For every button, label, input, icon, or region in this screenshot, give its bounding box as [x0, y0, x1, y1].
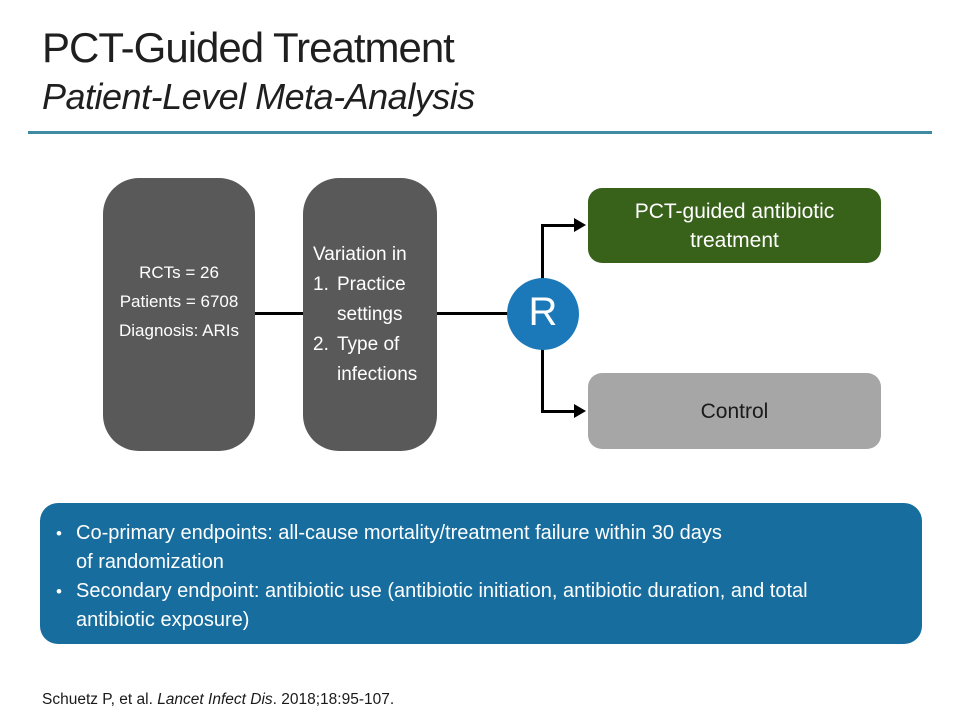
slide-subtitle: Patient-Level Meta-Analysis: [42, 76, 475, 117]
study-rcts-line: RCTs = 26: [139, 263, 219, 282]
title-divider: [28, 131, 932, 134]
bullet-icon: •: [56, 524, 62, 543]
pct-arm-label: PCT-guided antibiotic treatment: [634, 199, 835, 252]
randomization-node: R: [507, 278, 579, 350]
study-summary-box: RCTs = 26 Patients = 6708 Diagnosis: ARI…: [103, 178, 255, 451]
study-diagnosis-line: Diagnosis: ARIs: [119, 321, 239, 340]
endpoint-bullet-secondary: • Secondary endpoint: antibiotic use (an…: [56, 577, 922, 635]
pct-arm-box: PCT-guided antibiotic treatment: [588, 188, 881, 263]
randomization-label: R: [528, 289, 558, 334]
endpoint-bullet-primary: • Co-primary endpoints: all-cause mortal…: [56, 519, 922, 577]
control-arm-box: Control: [588, 373, 881, 449]
variation-item-infections: 2. Type of infections: [313, 330, 437, 390]
variation-item-practice: 1. Practice settings: [313, 270, 437, 330]
citation-reference: . 2018;18:95-107.: [272, 691, 395, 708]
endpoint-secondary-text: Secondary endpoint: antibiotic use (anti…: [76, 580, 808, 631]
connector-down-horizontal: [541, 410, 575, 413]
citation: Schuetz P, et al. Lancet Infect Dis. 201…: [42, 691, 394, 709]
variation-item-number: 2.: [313, 334, 329, 355]
variation-item-number: 1.: [313, 274, 329, 295]
slide-title: PCT-Guided Treatment: [42, 24, 455, 71]
control-arm-label: Control: [700, 399, 769, 423]
arrow-to-control-arm-icon: [574, 404, 586, 418]
variation-item-text: Type of infections: [337, 334, 418, 385]
endpoint-primary-text: Co-primary endpoints: all-cause mortalit…: [76, 522, 722, 573]
arrow-to-pct-arm-icon: [574, 218, 586, 232]
connector-up-horizontal: [541, 224, 575, 227]
variation-item-text: Practice settings: [337, 274, 406, 325]
connector-study-to-variation: [255, 312, 303, 315]
connector-down-vertical: [541, 349, 544, 411]
endpoints-panel: • Co-primary endpoints: all-cause mortal…: [40, 503, 922, 644]
variation-heading: Variation in: [313, 244, 407, 265]
study-patients-line: Patients = 6708: [119, 292, 239, 311]
citation-journal: Lancet Infect Dis: [157, 691, 273, 708]
bullet-icon: •: [56, 582, 62, 601]
connector-variation-to-randomizer: [437, 312, 511, 315]
variation-box: Variation in 1. Practice settings 2. Typ…: [303, 178, 437, 451]
connector-up-vertical: [541, 225, 544, 281]
citation-authors: Schuetz P, et al.: [42, 691, 158, 708]
